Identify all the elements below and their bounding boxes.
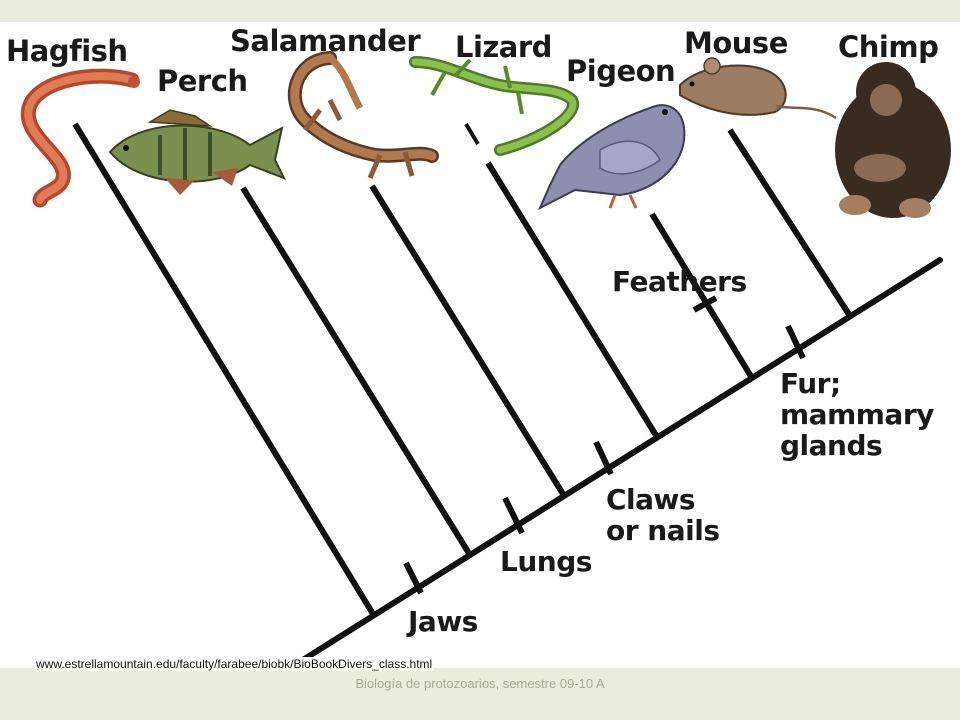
pigeon-illustration (537, 104, 686, 211)
trait-label-fur: Fur; mammary glands (780, 367, 934, 462)
branch-pigeon (649, 212, 755, 380)
salamander-illustration (287, 51, 439, 179)
taxon-label-hagfish: Hagfish (6, 34, 128, 68)
source-url: www.estrellamountain.edu/faculty/farabee… (34, 657, 435, 671)
trait-label-feathers: Feathers (612, 265, 747, 298)
taxon-label-lizard: Lizard (455, 30, 552, 64)
tick-fur (785, 324, 806, 360)
slide-footer: Biología de protozoarios, semestre 09-10… (355, 676, 605, 691)
taxon-label-salamander: Salamander (230, 24, 421, 58)
branch-lizard (485, 161, 660, 439)
trait-label-claws: Claws or nails (606, 483, 720, 547)
branch-mouse (727, 128, 853, 318)
hagfish-illustration (20, 68, 140, 208)
trait-label-lungs: Lungs (500, 545, 592, 578)
lizard-illustration (409, 56, 579, 156)
chimp-illustration (835, 62, 951, 218)
branch-lizard-stub (464, 122, 480, 146)
taxon-label-perch: Perch (157, 64, 248, 98)
taxon-label-chimp: Chimp (838, 30, 939, 64)
tick-feathers (692, 295, 718, 313)
taxon-label-mouse: Mouse (684, 26, 788, 60)
tick-lungs (502, 496, 525, 535)
branch-salamander (369, 184, 566, 496)
trait-label-jaws: Jaws (408, 605, 478, 638)
branch-hagfish (72, 122, 376, 616)
taxon-label-pigeon: Pigeon (566, 54, 676, 88)
mouse-illustration (679, 57, 837, 120)
perch-illustration (108, 109, 287, 195)
tick-jaws (403, 561, 424, 595)
trunk-line (287, 257, 943, 671)
branch-perch (240, 186, 473, 557)
tick-claws (593, 440, 614, 476)
